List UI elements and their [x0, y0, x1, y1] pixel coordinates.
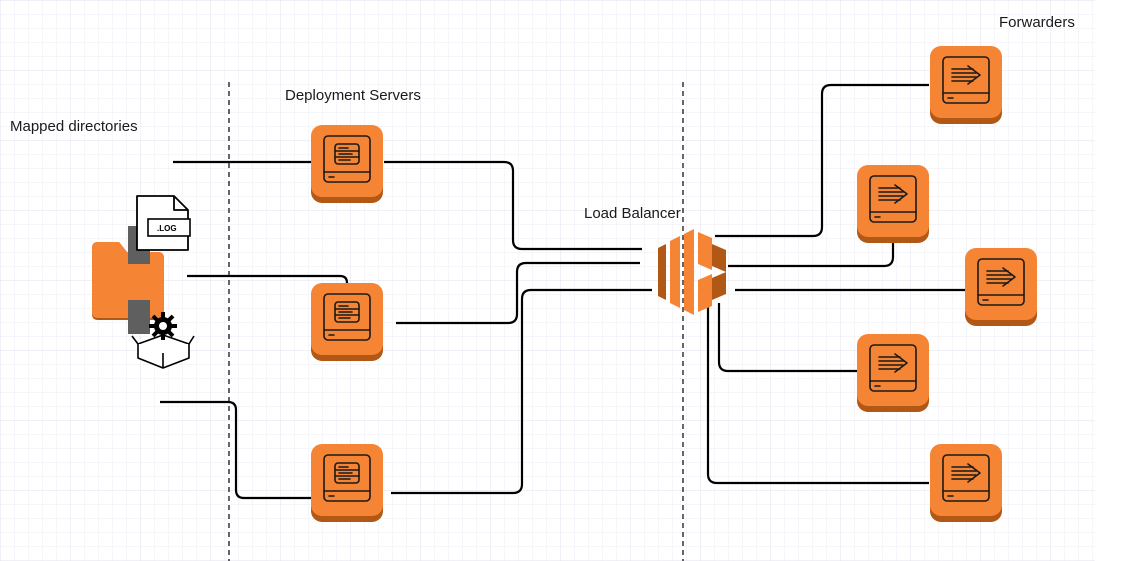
- log-file-icon: .LOG: [136, 195, 191, 251]
- connector-ds3-to-lb: [391, 288, 652, 495]
- label-deployment-servers: Deployment Servers: [285, 87, 421, 104]
- forwarder-icon: [929, 45, 1003, 125]
- label-load-balancer: Load Balancer: [584, 205, 681, 222]
- forwarder-icon: [964, 247, 1038, 327]
- deployment-server-icon: [310, 124, 384, 204]
- deployment-server-icon: [310, 282, 384, 362]
- log-file-label: .LOG: [157, 224, 177, 233]
- forwarder-icon: [856, 333, 930, 413]
- label-forwarders: Forwarders: [999, 14, 1075, 31]
- connector-lb-to-fw1: [715, 83, 929, 238]
- connector-lb-to-fw4: [717, 303, 857, 373]
- package-gear-icon: [131, 312, 195, 369]
- forwarder-icon: [929, 443, 1003, 523]
- grid-background: [0, 0, 1095, 561]
- connector-ds1-to-lb: [384, 160, 642, 251]
- connector-ds2-to-lb: [396, 261, 640, 325]
- connectors-right: [706, 83, 965, 485]
- load-balancer-icon: [658, 229, 726, 315]
- connectors-middle: [384, 160, 652, 495]
- label-mapped-directories: Mapped directories: [10, 118, 138, 135]
- connector-lb-to-fw5: [706, 306, 929, 485]
- connectors-left: [160, 160, 349, 500]
- connector-dir-to-ds3: [160, 400, 311, 500]
- deployment-server-icon: [310, 443, 384, 523]
- connector-dir-to-ds2: [187, 274, 349, 292]
- connector-lb-to-fw2: [728, 242, 895, 268]
- forwarder-icon: [856, 164, 930, 244]
- mapped-directories-group: .LOG: [92, 195, 195, 369]
- deployment-servers-group: [310, 124, 384, 523]
